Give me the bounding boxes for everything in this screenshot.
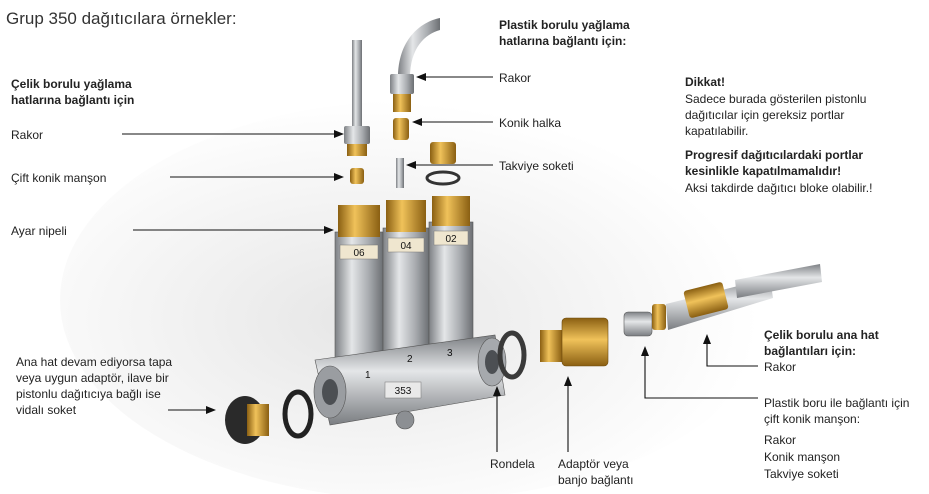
- label-konik-halka: Konik halka: [499, 116, 562, 130]
- distributor-block: [313, 196, 507, 430]
- section-number-3: 3: [447, 348, 453, 359]
- top-heading-line2: hatlarına bağlantı için:: [499, 34, 627, 48]
- washer-left: [282, 389, 314, 439]
- label-cift-konik: Çift konik manşon: [11, 171, 107, 185]
- label-ana-hat-3: pistonlu dağıtıcıya bağlı ise: [16, 387, 161, 401]
- warning-bold-1: Progresif dağıtıcılardaki portlar: [685, 148, 864, 162]
- size-mark-1: 06: [353, 248, 365, 259]
- double-cone-sleeve: [350, 168, 364, 184]
- arrow-plastik: [644, 354, 758, 399]
- label-rakor-left: Rakor: [11, 128, 44, 142]
- label-ana-hat-4: vidalı soket: [16, 403, 77, 417]
- reinforcement-socket: [396, 158, 404, 188]
- right-heading-line1: Çelik borulu ana hat: [764, 328, 879, 342]
- label-rakor-right: Rakor: [764, 360, 797, 374]
- label-ana-hat-1: Ana hat devam ediyorsa tapa: [16, 355, 173, 369]
- leader-arrows: [122, 73, 758, 452]
- warning-line-3: kapatılabilir.: [685, 124, 749, 138]
- main-line-fitting: [623, 264, 822, 337]
- list-item-rakor: Rakor: [764, 433, 797, 447]
- washer-right: [497, 330, 527, 380]
- size-mark-2: 04: [400, 241, 412, 252]
- right-heading-line2: bağlantıları için:: [764, 344, 857, 358]
- section-number-1: 1: [365, 370, 371, 381]
- label-adaptor-1: Adaptör veya: [558, 457, 629, 471]
- body-mark: 353: [395, 386, 412, 397]
- size-mark-3: 02: [445, 234, 457, 245]
- left-heading-line2: hatlarına bağlantı için: [11, 93, 135, 107]
- list-item-konik-manson: Konik manşon: [764, 450, 841, 464]
- top-heading-line1: Plastik borulu yağlama: [499, 18, 630, 32]
- warning-line-2: dağıtıcılar için gereksiz portlar: [685, 108, 845, 122]
- warning-bold-2: kesinlikle kapatılmamalıdır!: [685, 164, 842, 178]
- cone-ring: [393, 118, 409, 140]
- list-item-takviye-soketi: Takviye soketi: [764, 467, 839, 481]
- rakor-steel: [344, 126, 370, 156]
- label-takviye-soketi: Takviye soketi: [499, 159, 574, 173]
- warning-line-1: Sadece burada gösterilen pistonlu: [685, 92, 867, 106]
- rakor-plastic: [390, 74, 414, 112]
- warning-last-line: Aksi takdirde dağıtıcı bloke olabilir.!: [685, 181, 873, 195]
- plastic-tube: [398, 18, 440, 78]
- left-heading-line1: Çelik borulu yağlama: [11, 77, 132, 91]
- port-plug: [425, 142, 461, 186]
- warning-heading: Dikkat!: [685, 75, 726, 89]
- adapter: [540, 317, 609, 367]
- arrow-rakor-right: [706, 342, 758, 367]
- label-plastik-2: çift konik manşon:: [764, 412, 861, 426]
- label-rakor-top: Rakor: [499, 71, 532, 85]
- label-ayar-nipeli: Ayar nipeli: [11, 224, 67, 238]
- label-adaptor-2: banjo bağlantı: [558, 473, 634, 487]
- page-title: Grup 350 dağıtıcılara örnekler:: [6, 9, 237, 28]
- label-rondela: Rondela: [490, 457, 535, 471]
- steel-pipe: [352, 40, 362, 128]
- section-number-2: 2: [407, 354, 413, 365]
- label-plastik-1: Plastik boru ile bağlantı için: [764, 396, 910, 410]
- label-ana-hat-2: veya uygun adaptör, ilave bir: [16, 371, 169, 385]
- end-plug: [225, 396, 269, 444]
